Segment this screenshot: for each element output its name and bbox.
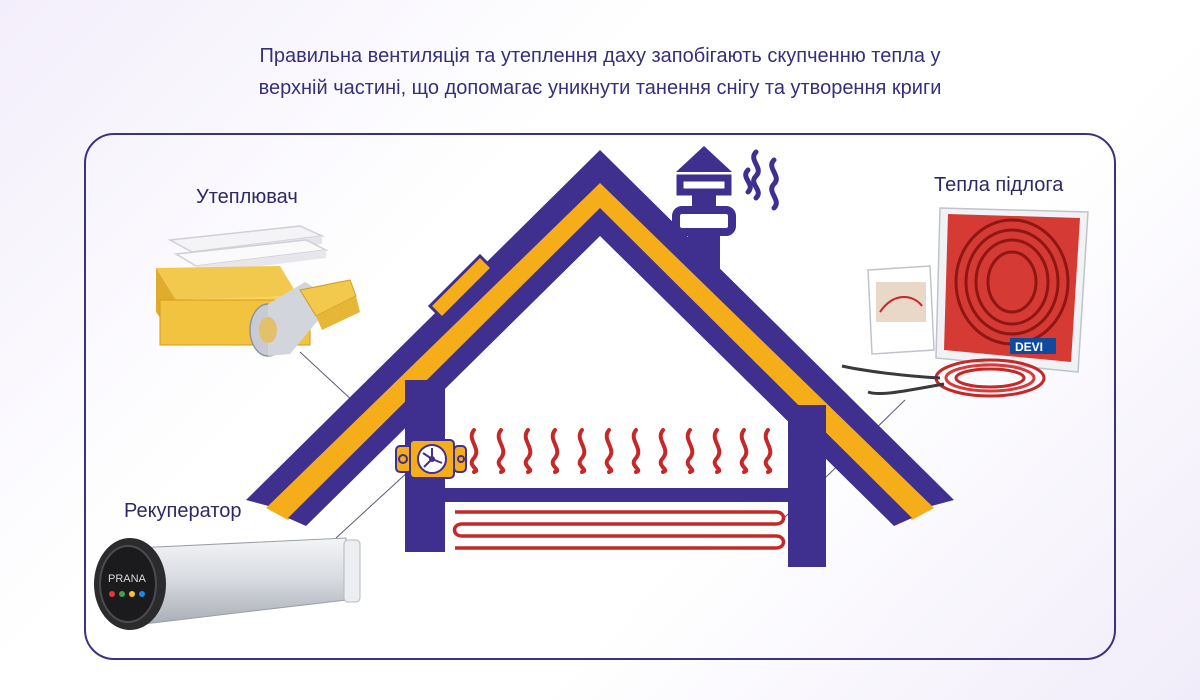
floor-heating-cable bbox=[452, 510, 786, 550]
right-wall bbox=[788, 405, 826, 567]
devi-brand-text: DEVI bbox=[1015, 340, 1043, 354]
house-structure bbox=[405, 380, 826, 567]
recuperator-leader-line bbox=[335, 469, 411, 539]
recuperator-label: Рекуператор bbox=[124, 500, 242, 522]
insulation-product-image bbox=[156, 225, 360, 357]
headline-line-2: верхній частині, що допомагає уникнути т… bbox=[258, 77, 942, 99]
headline-line-1: Правильна вентиляція та утеплення даху з… bbox=[259, 45, 941, 67]
rising-heat-waves bbox=[469, 428, 773, 474]
prana-brand-text: PRANA bbox=[108, 573, 147, 585]
chimney-smoke bbox=[743, 149, 779, 211]
wall-recuperator-fan bbox=[395, 439, 467, 479]
insulation-label: Утеплювач bbox=[196, 186, 298, 208]
floor-heating-product-image: DEVI bbox=[841, 207, 1089, 398]
recuperator-product-image: PRANA bbox=[94, 537, 361, 630]
floor-heating-label: Тепла підлога bbox=[934, 174, 1064, 196]
headline: Правильна вентиляція та утеплення даху з… bbox=[150, 40, 1050, 104]
roof-vent-strip bbox=[427, 253, 495, 321]
attic-floor bbox=[445, 488, 788, 502]
diagram-frame bbox=[84, 133, 1116, 660]
